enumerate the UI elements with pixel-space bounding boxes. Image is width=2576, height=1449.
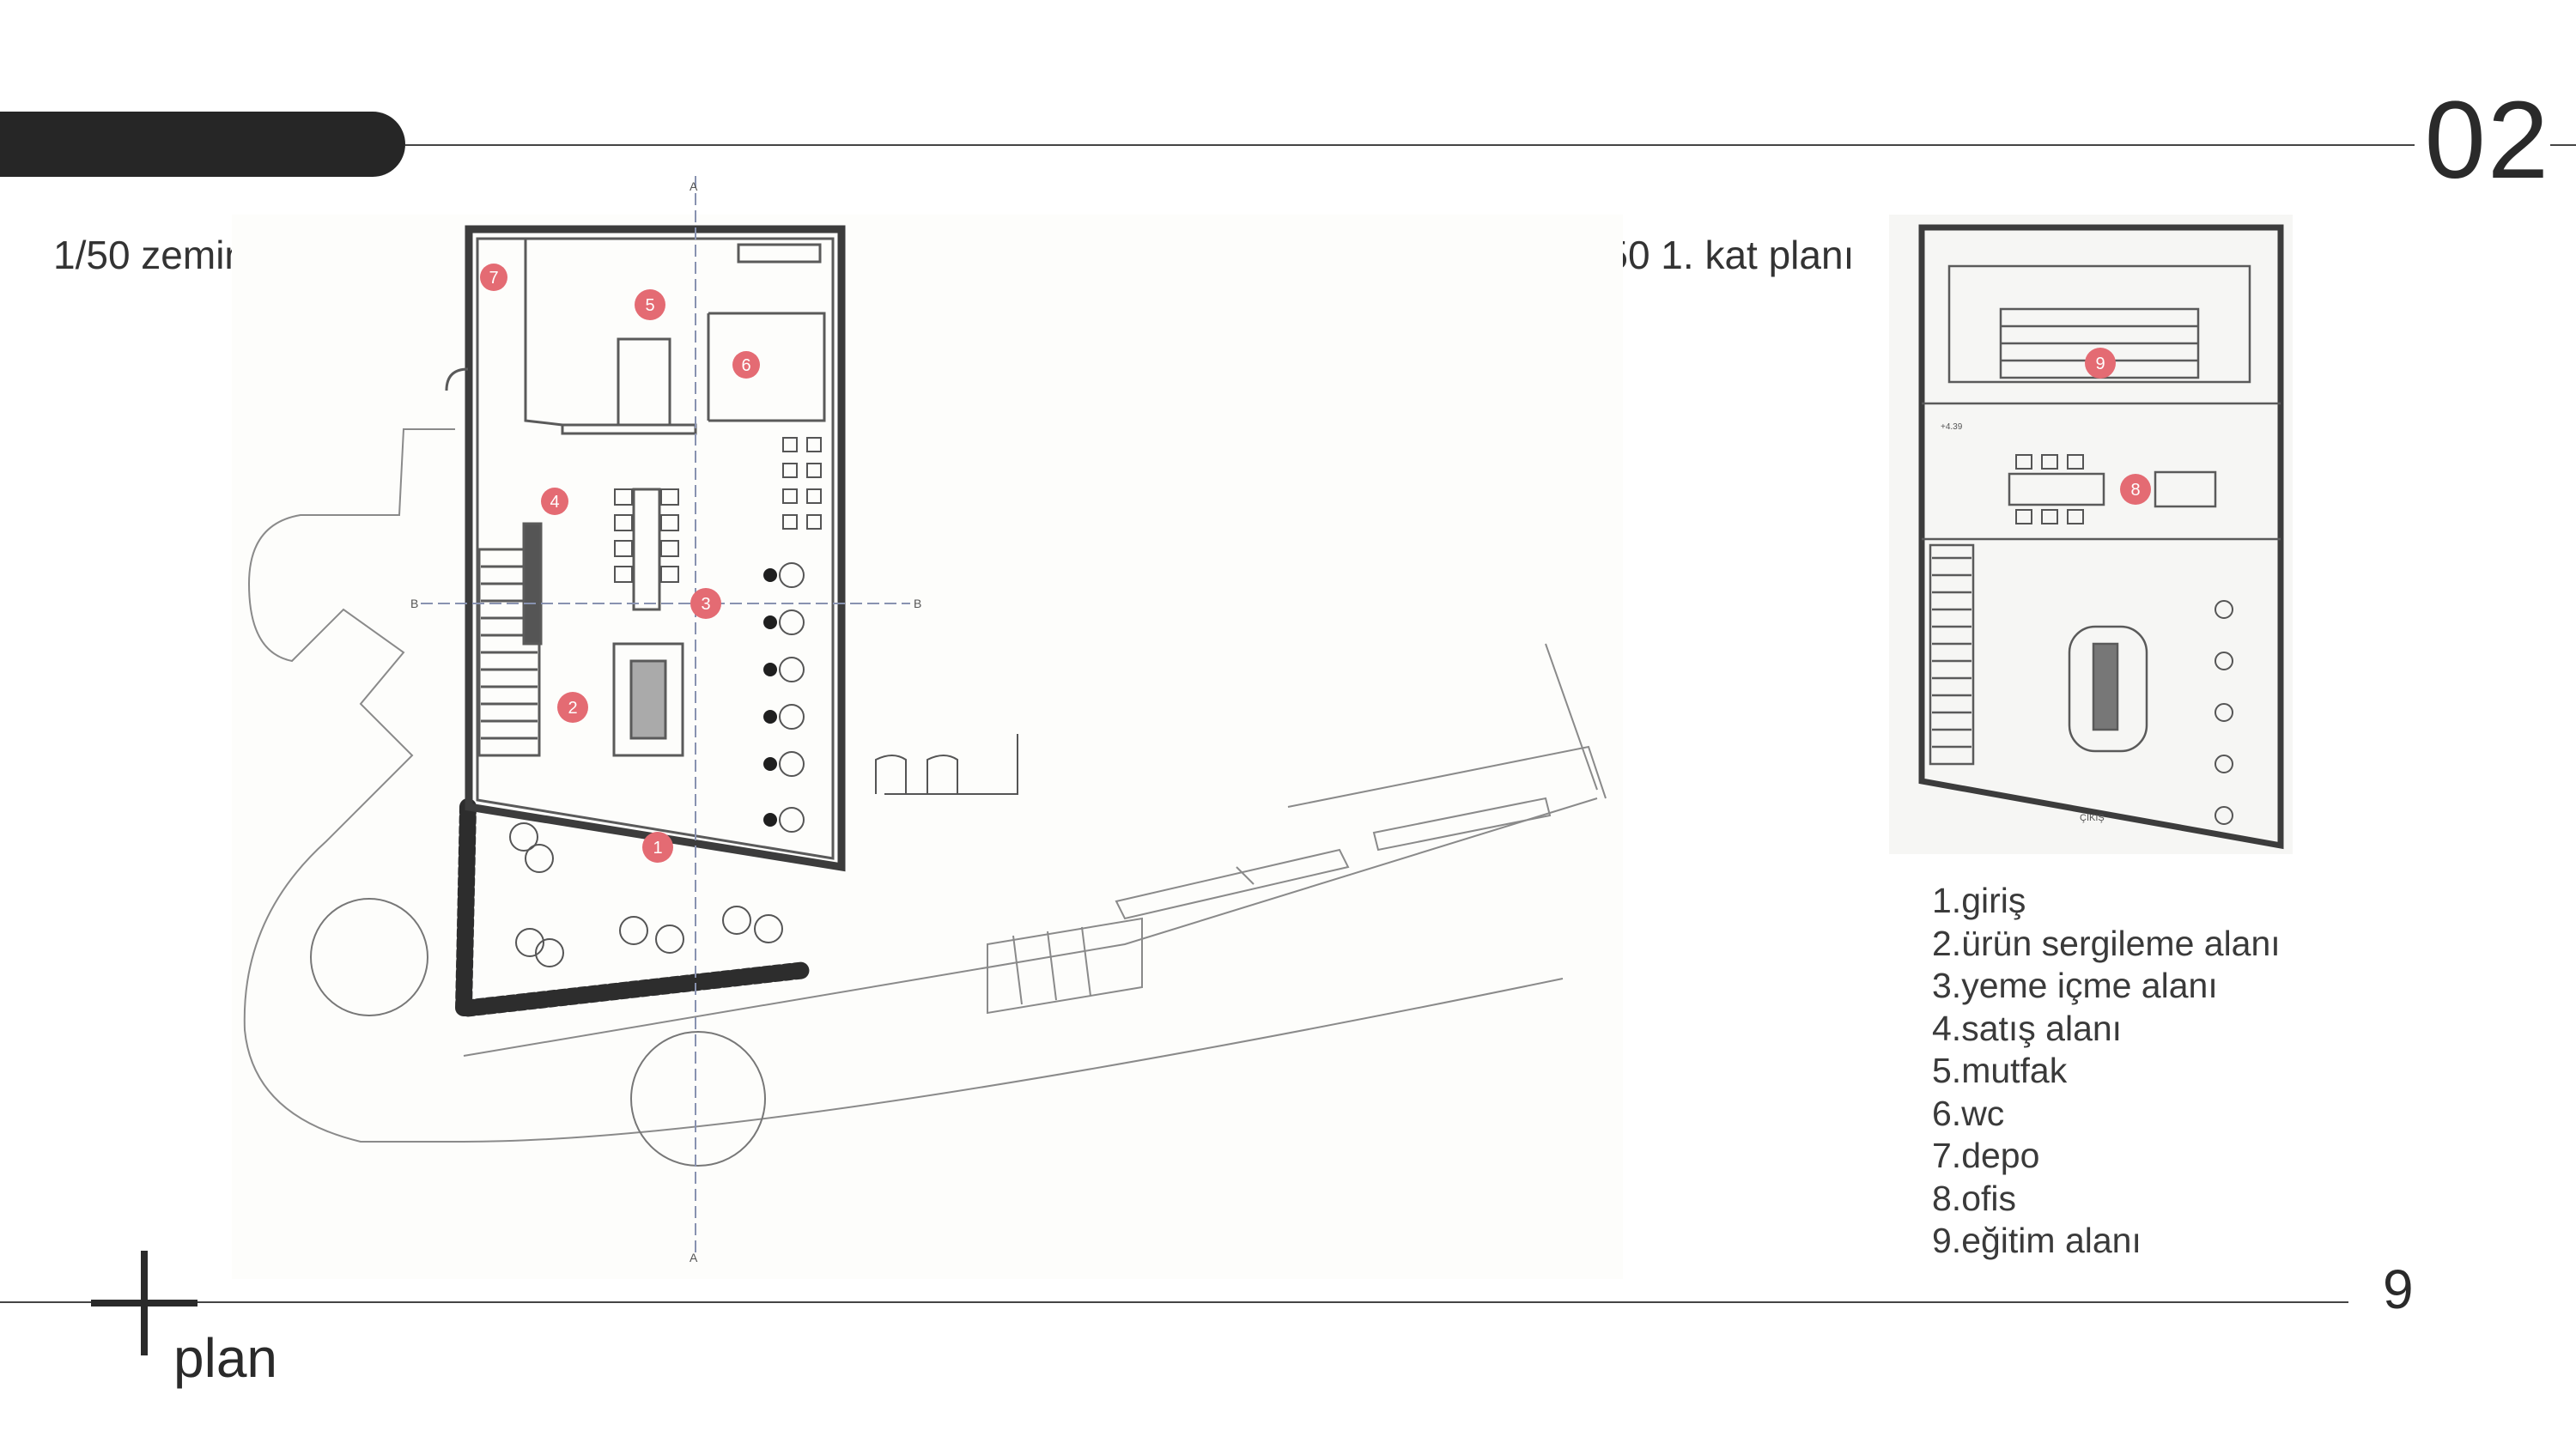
tree-symbols [310, 898, 766, 1167]
marker-5: 5 [635, 289, 665, 320]
svg-text:6: 6 [741, 356, 750, 375]
section-number: 02 [2414, 86, 2550, 196]
entrance-steps [875, 734, 1018, 795]
marker-9: 9 [2085, 348, 2116, 379]
room-legend: 1.giriş 2.ürün sergileme alanı 3.yeme iç… [1932, 880, 2281, 1263]
legend-item: 9.eğitim alanı [1932, 1221, 2142, 1260]
first-floor-plan: +4.39 ÇIKIŞ 8 9 [1889, 215, 2293, 854]
footer-label: plan [173, 1327, 277, 1389]
section-axes [421, 176, 910, 1253]
first-walls [1918, 224, 2284, 850]
section-marks: A A B B [410, 179, 921, 1264]
marker-8: 8 [2120, 474, 2151, 505]
site-outline [243, 428, 1607, 1143]
section-mark-top: A [690, 179, 698, 193]
exit-label: ÇIKIŞ [2080, 813, 2105, 823]
header-rule [405, 144, 2576, 146]
section-mark-right: B [914, 597, 921, 610]
section-mark-left: B [410, 597, 418, 610]
svg-text:3: 3 [701, 595, 710, 614]
ground-interior [445, 237, 835, 860]
svg-text:1: 1 [653, 839, 662, 858]
level-label: +4.39 [1941, 422, 1963, 432]
marker-7: 7 [480, 264, 507, 291]
hedge-border [454, 798, 814, 1019]
legend-item: 8.ofis [1932, 1178, 2016, 1218]
first-markers: 8 9 [2085, 348, 2151, 505]
marker-4: 4 [541, 488, 568, 515]
legend-item: 6.wc [1932, 1093, 2005, 1133]
svg-text:9: 9 [2095, 355, 2105, 373]
legend-item: 5.mutfak [1932, 1051, 2068, 1090]
header-bar [0, 112, 405, 177]
first-furniture [2015, 454, 2233, 825]
legend-item: 2.ürün sergileme alanı [1932, 923, 2281, 963]
svg-text:8: 8 [2130, 481, 2140, 500]
svg-text:5: 5 [645, 296, 654, 315]
ground-walls [465, 225, 846, 872]
legend-item: 3.yeme içme alanı [1932, 966, 2218, 1005]
marker-6: 6 [732, 351, 760, 379]
marker-3: 3 [690, 588, 721, 619]
legend-item: 1.giriş [1932, 881, 2026, 920]
legend-item: 4.satış alanı [1932, 1008, 2123, 1048]
marker-2: 2 [557, 692, 588, 723]
page-number: 9 [2383, 1258, 2414, 1320]
ground-markers: 1 2 3 4 5 6 7 [480, 264, 760, 863]
marker-1: 1 [642, 832, 673, 863]
furniture [509, 437, 822, 967]
svg-text:2: 2 [568, 699, 577, 718]
svg-text:4: 4 [550, 493, 559, 512]
footer-rule [0, 1301, 2348, 1303]
first-interior [1922, 264, 2281, 766]
legend-item: 7.depo [1932, 1136, 2040, 1175]
section-mark-bottom: A [690, 1251, 698, 1264]
stools [763, 568, 777, 827]
svg-text:7: 7 [489, 269, 498, 288]
plus-icon-horizontal [91, 1300, 197, 1307]
